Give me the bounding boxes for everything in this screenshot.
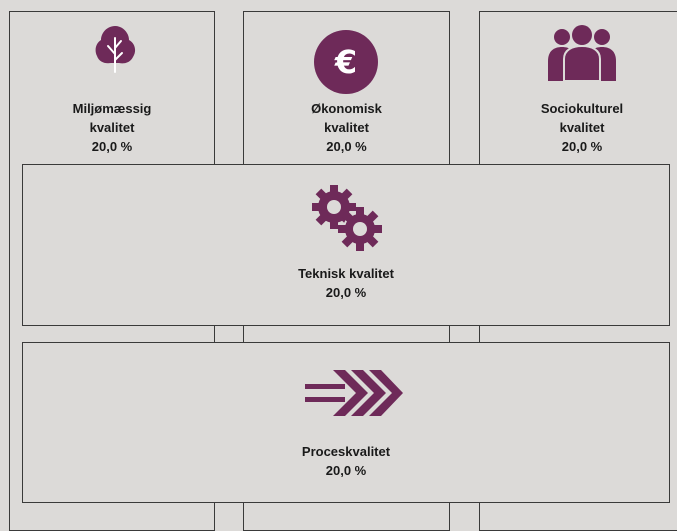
label-okonomi: Økonomisk kvalitet 20,0 % [243,99,450,156]
label-proces: Proceskvalitet 20,0 % [22,442,670,480]
category-title: Miljømæssig [72,101,152,116]
label-teknisk: Teknisk kvalitet 20,0 % [22,264,670,302]
category-title: Sociokulturel [540,101,624,116]
people-group-icon [548,25,616,82]
category-percent: 20,0 % [326,139,367,154]
category-title: Proceskvalitet [301,444,391,459]
category-subtitle: kvalitet [324,120,369,135]
category-title: Teknisk kvalitet [298,266,394,281]
category-percent: 20,0 % [325,463,367,478]
category-subtitle: kvalitet [559,120,605,135]
svg-text:€: € [334,43,357,81]
category-card-proces [22,342,670,503]
gears-icon [312,185,382,251]
category-percent: 20,0 % [561,139,603,154]
label-socio: Sociokulturel kvalitet 20,0 % [479,99,677,156]
euro-icon: € [314,30,378,94]
category-title: Økonomisk [311,101,382,116]
process-arrows-icon [305,370,403,416]
category-percent: 20,0 % [91,139,133,154]
label-miljo: Miljømæssig kvalitet 20,0 % [9,99,215,156]
category-subtitle: kvalitet [89,120,135,135]
tree-icon [95,26,136,73]
category-percent: 20,0 % [325,285,367,300]
